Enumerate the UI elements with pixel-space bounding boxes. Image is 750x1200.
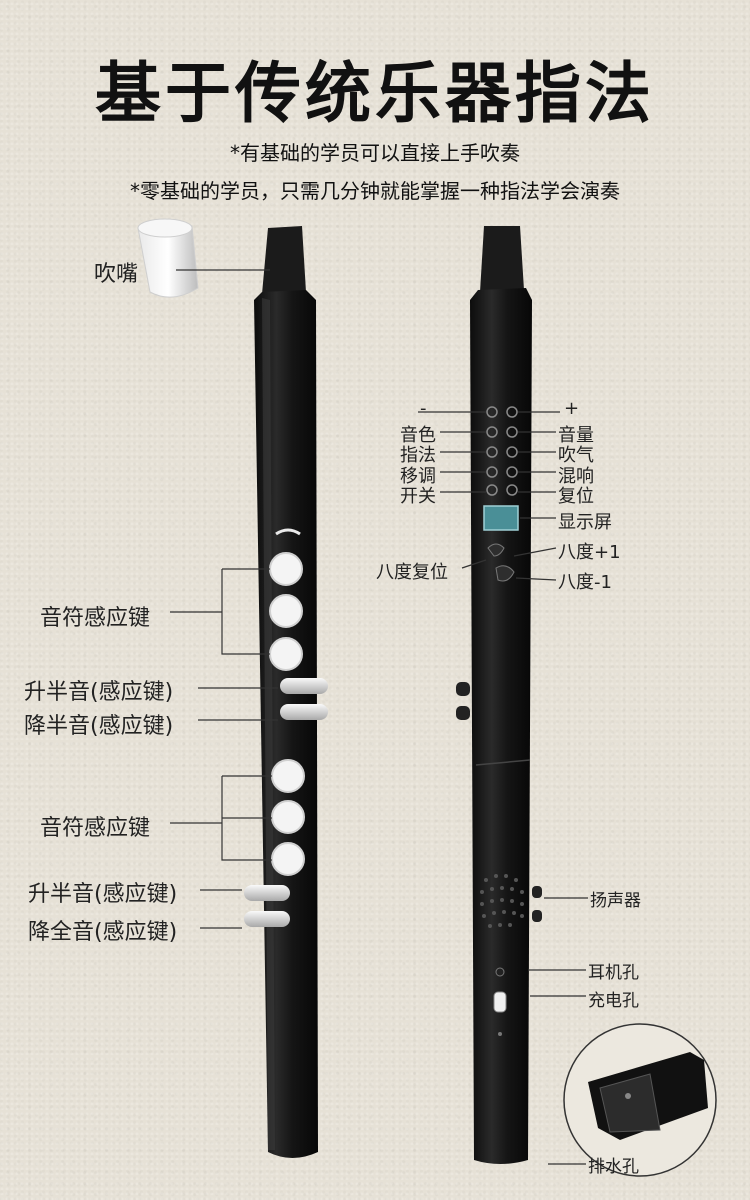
label-note-keys-top: 音符感应键	[40, 606, 151, 631]
label-volume: 音量	[558, 425, 594, 446]
label-transpose: 移调	[400, 466, 436, 487]
label-octave-up: 八度+1	[558, 542, 621, 563]
label-sharp-half-top: 升半音(感应键)	[24, 680, 174, 705]
label-octave-down: 八度-1	[558, 572, 612, 593]
instrument-front	[244, 226, 328, 1158]
label-display: 显示屏	[558, 512, 612, 533]
label-note-keys-bottom: 音符感应键	[40, 816, 151, 841]
label-sharp-half-bottom: 升半音(感应键)	[28, 882, 178, 907]
page-title: 基于传统乐器指法	[95, 55, 655, 132]
label-breath: 吹气	[558, 445, 594, 466]
label-reverb: 混响	[558, 466, 594, 487]
label-charge: 充电孔	[588, 991, 639, 1011]
label-speaker: 扬声器	[590, 891, 641, 911]
instrument-back	[456, 226, 542, 1164]
right-callout-lines	[418, 411, 588, 1165]
label-fingering: 指法	[400, 445, 436, 466]
left-callout-lines	[170, 269, 278, 929]
label-flat-whole: 降全音(感应键)	[28, 920, 178, 945]
label-reset: 复位	[558, 486, 594, 507]
label-flat-half: 降半音(感应键)	[24, 714, 174, 739]
subtitle-experienced: *有基础的学员可以直接上手吹奏	[230, 141, 520, 165]
label-minus: -	[420, 398, 427, 419]
mouthpiece-cap	[137, 218, 199, 298]
label-headphone: 耳机孔	[588, 963, 639, 983]
label-tone: 音色	[400, 425, 436, 446]
label-octave-reset: 八度复位	[376, 562, 448, 583]
label-mouthpiece: 吹嘴	[94, 262, 139, 287]
label-plus: +	[564, 398, 580, 419]
label-power: 开关	[400, 486, 436, 507]
label-drain: 排水孔	[588, 1157, 639, 1177]
subtitle-beginner: *零基础的学员，只需几分钟就能掌握一种指法学会演奏	[130, 179, 620, 203]
drain-inset	[563, 1023, 717, 1177]
